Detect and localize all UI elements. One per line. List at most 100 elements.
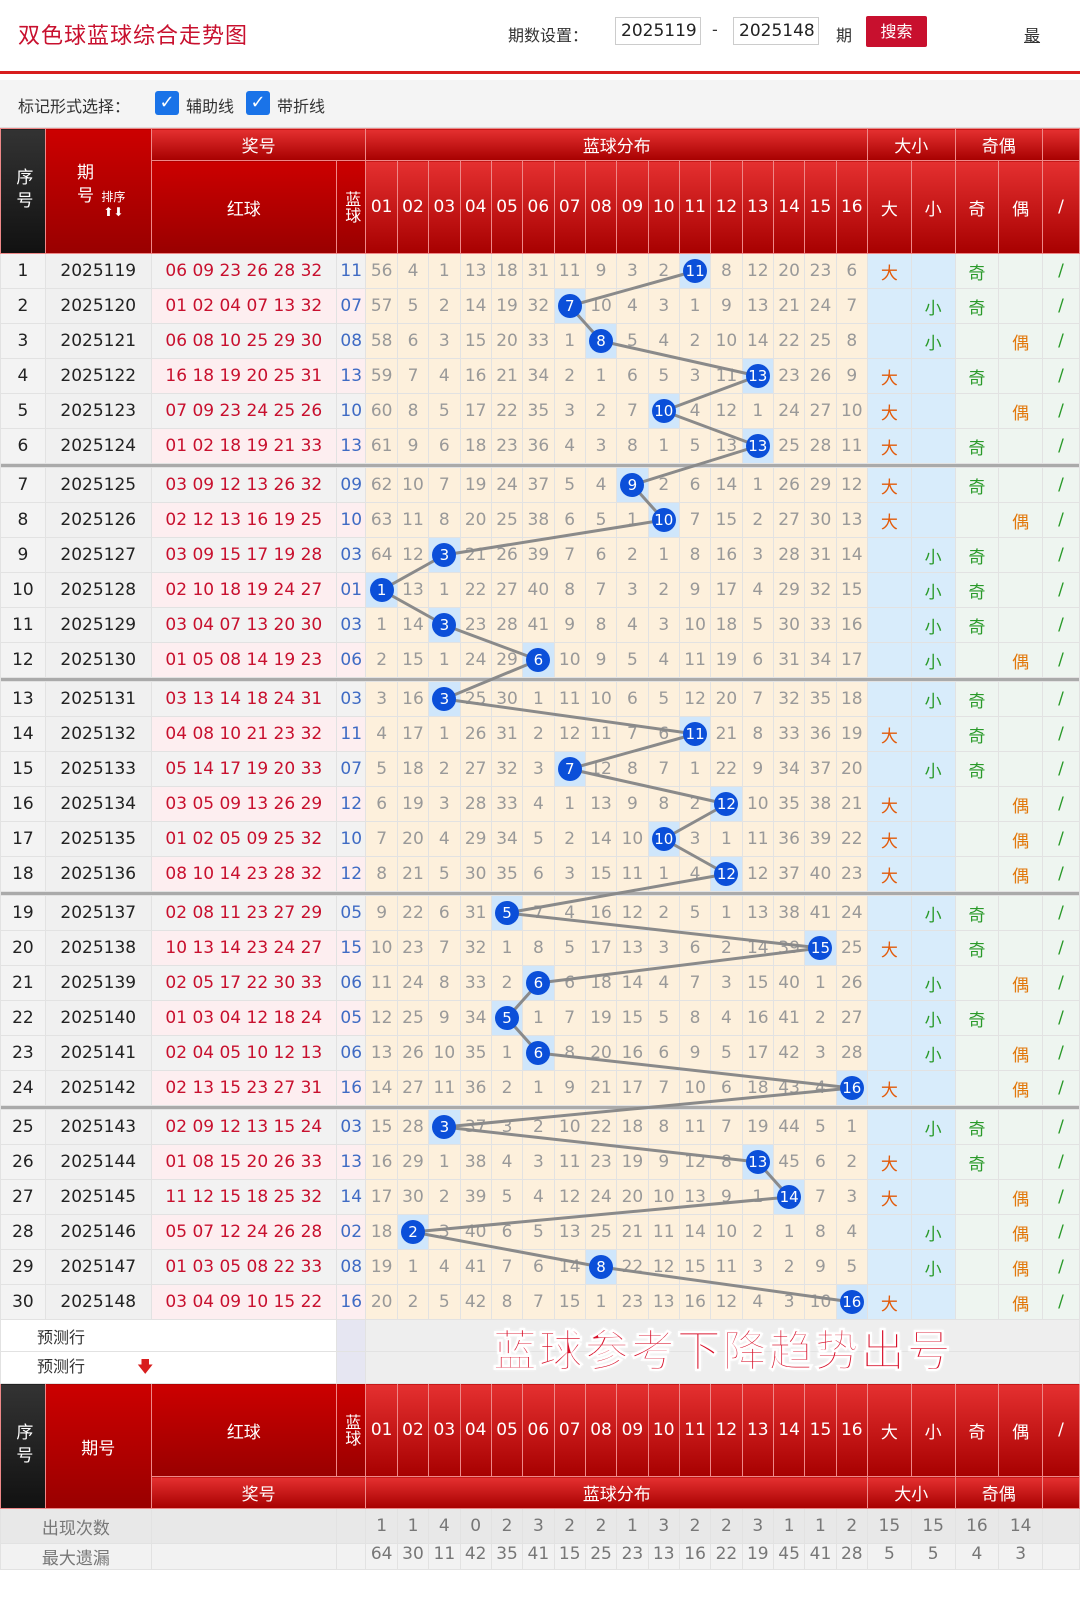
omit-cell: 6 <box>365 786 398 822</box>
omit-cell: 27 <box>396 1070 430 1106</box>
header-num-14: 14 <box>772 160 806 254</box>
page-title: 双色球蓝球综合走势图 <box>18 24 249 49</box>
omit-cell: 1 <box>710 821 743 857</box>
hit-cell: 6 <box>522 965 555 1001</box>
omit-cell: 45 <box>772 1144 806 1180</box>
period-from-input[interactable]: 2025119 <box>615 17 701 45</box>
sort-arrows-icon[interactable]: ⬆⬇ <box>103 205 124 220</box>
row-seq: 5 <box>0 393 46 429</box>
omit-cell: 4 <box>522 786 555 822</box>
omit-cell: 8 <box>616 751 649 787</box>
omit-cell: 4 <box>553 428 586 464</box>
omit-cell: 1 <box>428 642 461 678</box>
predict-cells[interactable] <box>365 1319 1080 1352</box>
aux-line-label: 辅助线 <box>186 97 235 116</box>
size-big <box>866 681 912 717</box>
omit-cell: 24 <box>459 642 492 678</box>
omit-cell: 11 <box>678 642 712 678</box>
aux-line-checkbox[interactable]: ✓ <box>155 91 179 115</box>
arrow-down-icon[interactable]: 🡇 <box>137 1356 154 1376</box>
header-num-05: 05 <box>490 1383 524 1477</box>
size-big: 大 <box>866 358 912 394</box>
omit-cell: 26 <box>396 1035 430 1071</box>
max-omission-value: 19 <box>741 1543 774 1570</box>
omit-cell: 10 <box>365 930 398 966</box>
max-omission-value: 23 <box>616 1543 649 1570</box>
omit-cell: 30 <box>459 856 492 892</box>
omit-cell: 12 <box>396 537 430 573</box>
row-red-balls: 01 02 18 19 21 33 <box>150 428 337 464</box>
row-red-balls: 01 02 04 07 13 32 <box>150 288 337 324</box>
omit-cell: 18 <box>584 965 618 1001</box>
omit-cell: 35 <box>490 856 524 892</box>
parity-odd: 奇 <box>954 288 1000 324</box>
predict-row-2[interactable]: 预测行🡇 <box>0 1351 337 1384</box>
search-button[interactable]: 搜索 <box>866 16 927 47</box>
max-omission-value: 16 <box>678 1543 712 1570</box>
omit-cell: 34 <box>459 1000 492 1036</box>
parity-odd: 奇 <box>954 895 1000 931</box>
omit-cell: 32 <box>804 572 837 608</box>
omit-cell: 6 <box>616 358 649 394</box>
row-blue-ball: 12 <box>335 856 367 892</box>
blue-ball-marker: 12 <box>714 862 739 886</box>
omit-cell: 5 <box>616 323 649 359</box>
omit-cell: 4 <box>490 1144 524 1180</box>
fold-line-checkbox[interactable]: ✓ <box>246 91 270 115</box>
omit-cell: 38 <box>522 502 555 538</box>
omit-cell: 3 <box>553 856 586 892</box>
row-seq: 25 <box>0 1109 46 1145</box>
period-label: 期数设置： <box>508 26 589 45</box>
omit-cell: 18 <box>616 1109 649 1145</box>
header-small: 小 <box>910 1383 956 1477</box>
sort-control[interactable]: 排序⬆⬇ <box>101 188 125 219</box>
appear-count-value: 1 <box>616 1508 649 1544</box>
omit-cell: 7 <box>428 467 461 503</box>
header-num-02: 02 <box>396 1383 430 1477</box>
hit-cell: 8 <box>584 323 618 359</box>
size-small <box>910 1070 956 1106</box>
omit-cell: 29 <box>459 821 492 857</box>
parity-even <box>998 681 1044 717</box>
row-period: 2025133 <box>44 751 152 787</box>
row-blue-ball: 11 <box>335 716 367 752</box>
more-link[interactable]: 最 <box>1024 26 1041 45</box>
footer-header-seq: 序号 <box>0 1383 46 1509</box>
omit-cell: 7 <box>647 1070 680 1106</box>
omit-cell: 5 <box>396 288 430 324</box>
omit-cell: 40 <box>804 856 837 892</box>
header-period[interactable]: 期号 排序⬆⬇ <box>44 128 152 254</box>
predict-row-1[interactable]: 预测行 <box>0 1319 337 1352</box>
size-small <box>910 253 956 289</box>
period-to-input[interactable]: 2025148 <box>733 17 819 45</box>
row-blue-ball: 08 <box>335 323 367 359</box>
omit-cell: 7 <box>647 751 680 787</box>
omit-cell: 8 <box>678 1000 712 1036</box>
omit-cell: 35 <box>459 1035 492 1071</box>
size-small <box>910 1144 956 1180</box>
row-seq: 8 <box>0 502 46 538</box>
omit-cell: 8 <box>584 607 618 643</box>
row-red-balls: 01 08 15 20 26 33 <box>150 1144 337 1180</box>
cut-column-cell: / <box>1042 681 1080 717</box>
appear-count-value: 3 <box>647 1508 680 1544</box>
omit-cell: 11 <box>553 253 586 289</box>
header-prize: 奖号 <box>150 128 367 161</box>
omit-cell: 4 <box>678 856 712 892</box>
blue-ball-marker: 11 <box>683 722 708 746</box>
hit-cell: 3 <box>428 1109 461 1145</box>
row-red-balls: 05 07 12 24 26 28 <box>150 1214 337 1250</box>
size-big: 大 <box>866 253 912 289</box>
omit-cell: 14 <box>741 323 774 359</box>
row-red-balls: 02 04 05 10 12 13 <box>150 1035 337 1071</box>
omit-cell: 4 <box>616 288 649 324</box>
omit-cell: 36 <box>804 716 837 752</box>
omit-cell: 2 <box>396 1284 430 1320</box>
omit-cell: 38 <box>459 1144 492 1180</box>
hit-cell: 13 <box>741 428 774 464</box>
parity-odd <box>954 1284 1000 1320</box>
omit-cell: 33 <box>772 716 806 752</box>
omit-cell: 21 <box>490 358 524 394</box>
